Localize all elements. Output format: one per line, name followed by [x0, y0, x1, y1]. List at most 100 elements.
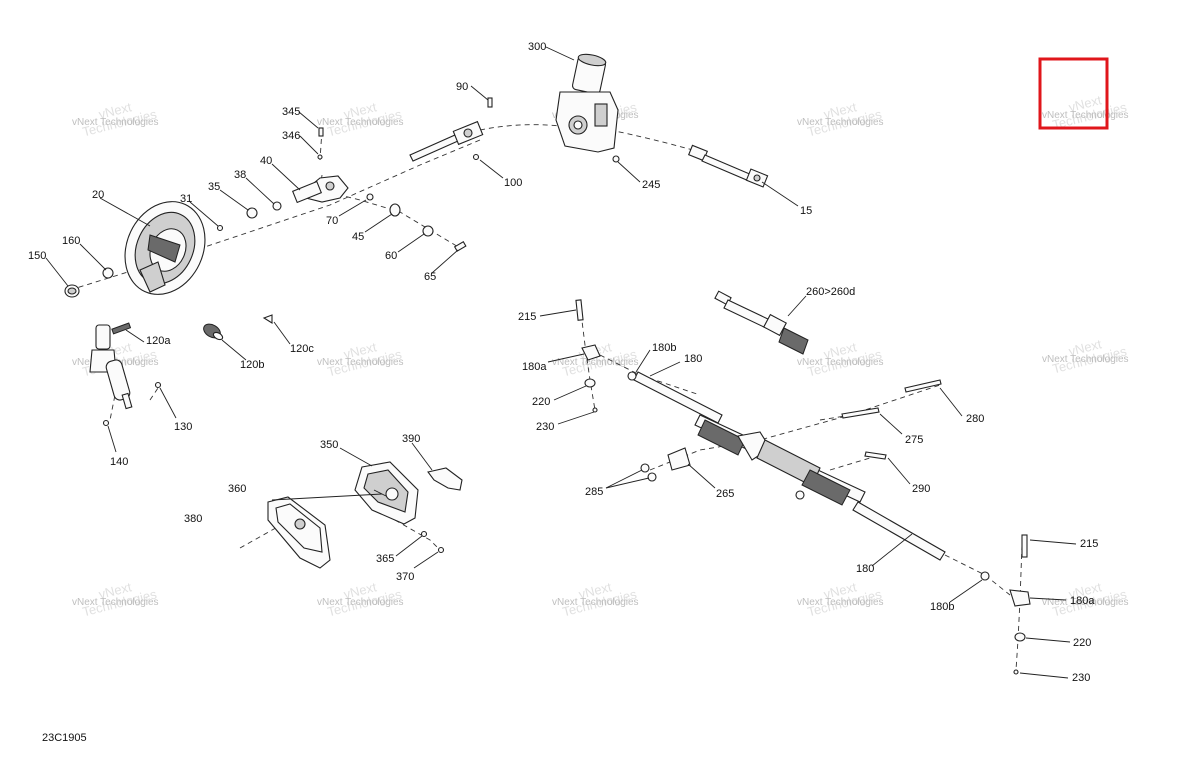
bolt-275	[841, 407, 880, 419]
washer-31	[216, 224, 224, 232]
gasket-360	[267, 496, 331, 569]
callout-20: 20	[92, 189, 104, 201]
callout-275: 275	[905, 434, 923, 446]
pin-230-right	[1013, 669, 1019, 675]
watermark-small: vNext Technologies	[1042, 354, 1129, 365]
callout-215-left: 215	[518, 311, 536, 323]
callout-265: 265	[716, 488, 734, 500]
callout-100: 100	[504, 177, 522, 189]
bolt-130	[154, 381, 162, 389]
nut-140	[102, 419, 110, 427]
callout-245: 245	[642, 179, 660, 191]
callout-180b-left: 180b	[652, 342, 676, 354]
callout-35: 35	[208, 181, 220, 193]
housing-cover-350	[354, 461, 419, 525]
callout-90: 90	[456, 81, 468, 93]
tie-rod-end-180a-right	[1009, 589, 1031, 607]
callout-345: 345	[282, 106, 300, 118]
callout-380: 380	[184, 513, 202, 525]
bolt-65	[453, 241, 467, 252]
steering-rack	[694, 414, 866, 506]
bolt-280	[904, 379, 942, 393]
mount-bracket-265	[667, 447, 691, 471]
watermark-small: vNext Technologies	[797, 597, 884, 608]
callout-15: 15	[800, 205, 812, 217]
bolt-290	[864, 451, 887, 460]
tie-rod-180-upper	[627, 371, 723, 424]
callout-40: 40	[260, 155, 272, 167]
callout-346: 346	[282, 130, 300, 142]
watermark-small: vNext Technologies	[797, 357, 884, 368]
bolt-245	[612, 155, 620, 163]
nut-285b	[647, 472, 657, 482]
bolt-215-right	[1021, 534, 1028, 558]
tie-rod-end-kit-260	[714, 290, 809, 355]
callout-365: 365	[376, 553, 394, 565]
callout-labels: 300 90 345 346 40 38 35 31 20 160 150 70…	[28, 41, 1098, 684]
watermark-small: vNext Technologies	[72, 117, 159, 128]
callout-260: 260>260d	[806, 286, 855, 298]
bolt-215-left	[575, 299, 584, 321]
callout-180-bottom: 180	[856, 563, 874, 575]
callout-290: 290	[912, 483, 930, 495]
watermark-small: vNext Technologies	[552, 597, 639, 608]
lower-shaft-15	[687, 144, 769, 188]
callout-60: 60	[385, 250, 397, 262]
watermark-small: vNext Technologies	[317, 357, 404, 368]
leader-lines	[45, 46, 1077, 679]
callout-150: 150	[28, 250, 46, 262]
callout-180a-left: 180a	[522, 361, 547, 373]
tie-rod-180-lower	[852, 501, 946, 561]
clip-120c	[262, 314, 273, 324]
callout-70: 70	[326, 215, 338, 227]
callout-215-right: 215	[1080, 538, 1098, 550]
callout-38: 38	[234, 169, 246, 181]
callout-220-right: 220	[1073, 637, 1091, 649]
tie-rod-end-180a-left	[581, 344, 601, 361]
callout-230-right: 230	[1072, 672, 1090, 684]
watermark-small: vNext Technologies	[552, 357, 639, 368]
watermark-small: vNext Technologies	[317, 597, 404, 608]
washer-346	[317, 154, 323, 160]
callout-280: 280	[966, 413, 984, 425]
highlight-box	[1038, 57, 1109, 130]
bracket-390	[427, 467, 463, 491]
callout-130: 130	[174, 421, 192, 433]
tilt-bracket-40	[291, 175, 349, 204]
ring-38	[272, 201, 282, 211]
callout-370: 370	[396, 571, 414, 583]
nut-45	[389, 203, 401, 217]
nut-220-right	[1014, 632, 1026, 642]
nut-160	[102, 267, 114, 279]
callout-300: 300	[528, 41, 546, 53]
steering-wheel	[124, 201, 206, 295]
callout-360: 360	[228, 483, 246, 495]
callout-31: 31	[180, 193, 192, 205]
callout-120c: 120c	[290, 343, 314, 355]
steering-damper-120a	[89, 322, 133, 410]
bolt-70	[366, 193, 374, 201]
callout-180-top: 180	[684, 353, 702, 365]
drawing-code: 23C1905	[42, 732, 87, 744]
bolt-345	[318, 127, 324, 137]
callout-120a: 120a	[146, 335, 171, 347]
bolt-365	[420, 530, 428, 538]
bushing-35	[246, 207, 258, 219]
callout-390: 390	[402, 433, 420, 445]
watermark-small: vNext Technologies	[317, 117, 404, 128]
callout-45: 45	[352, 231, 364, 243]
watermark-small: vNext Technologies	[1042, 597, 1129, 608]
watermark-small: vNext Technologies	[72, 597, 159, 608]
callout-140: 140	[110, 456, 128, 468]
nut-220-left	[584, 378, 596, 388]
nut-100	[472, 153, 480, 161]
watermark-small: vNext Technologies	[1042, 110, 1129, 121]
callout-180b-right: 180b	[930, 601, 954, 613]
watermark-small: vNext Technologies	[797, 117, 884, 128]
callout-350: 350	[320, 439, 338, 451]
power-steering-unit-300	[555, 53, 619, 153]
callout-160: 160	[62, 235, 80, 247]
